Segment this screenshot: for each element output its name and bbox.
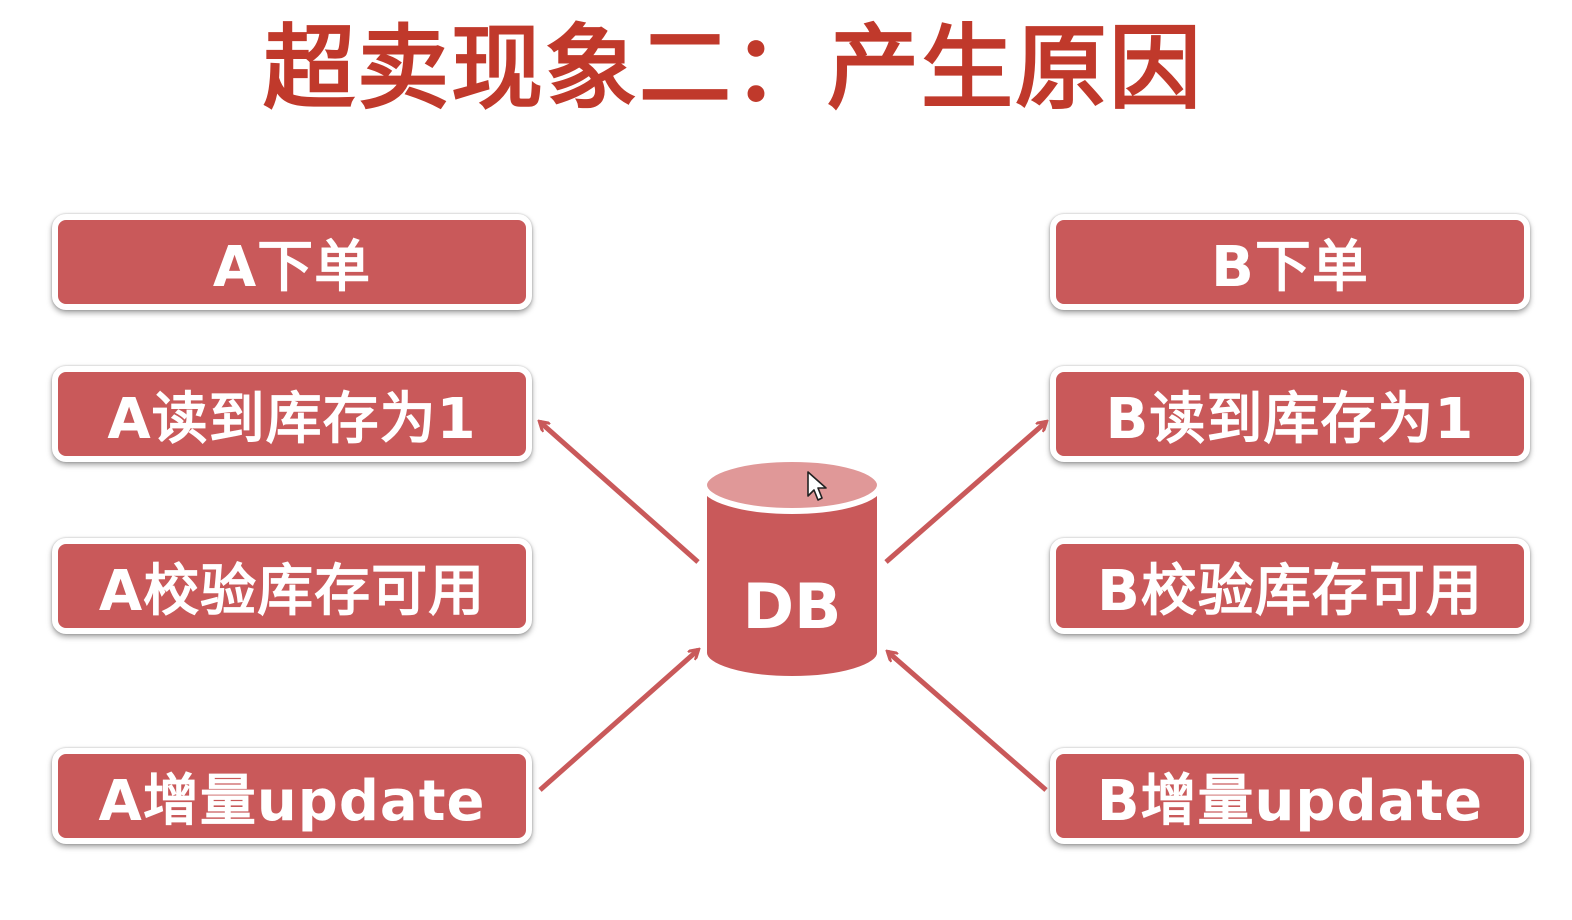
box-a-order: A下单 — [52, 214, 532, 310]
arrow-b-update-to-db — [888, 652, 1048, 792]
page-title: 超卖现象二：产生原因 — [262, 15, 1203, 122]
box-a-check-stock: A校验库存可用 — [52, 538, 532, 634]
database-cylinder-icon — [701, 456, 883, 682]
arrow-db-to-b-read — [884, 422, 1046, 564]
box-a-update: A增量update — [52, 748, 532, 844]
mouse-cursor-icon — [807, 471, 827, 501]
box-b-order: B下单 — [1050, 214, 1530, 310]
arrow-db-to-a-read — [540, 422, 700, 564]
database-label: DB — [742, 570, 842, 643]
box-b-read-stock: B读到库存为1 — [1050, 366, 1530, 462]
box-b-check-stock: B校验库存可用 — [1050, 538, 1530, 634]
box-a-read-stock: A读到库存为1 — [52, 366, 532, 462]
box-b-update: B增量update — [1050, 748, 1530, 844]
arrow-a-update-to-db — [538, 650, 698, 792]
